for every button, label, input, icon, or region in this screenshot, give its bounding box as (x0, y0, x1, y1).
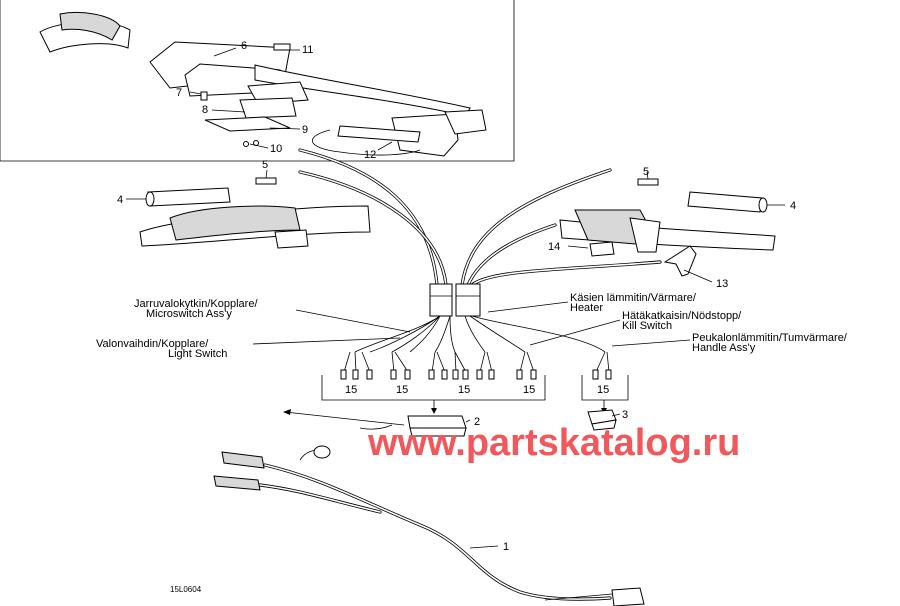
callout-15: 15 (597, 384, 609, 396)
drawing-code: 15L0604 (170, 585, 202, 594)
label-brake-switch-line1: Jarruvalokytkin/Kopplare/ (134, 298, 258, 310)
label-light-switch-line2: Light Switch (168, 348, 227, 360)
callout-2: 2 (474, 416, 480, 428)
callout-1: 1 (503, 541, 509, 553)
label-brake-switch-line2: Microswitch Ass'y (146, 308, 232, 320)
callout-10: 10 (270, 143, 282, 155)
label-light-switch-line1: Valonvaihdin/Kopplare/ (96, 338, 209, 350)
label-heater-line1: Käsien lämmitin/Värmare/ (570, 292, 697, 304)
item-15-brackets (321, 375, 629, 414)
detail-inset (0, 0, 515, 162)
wire-bundle (298, 148, 662, 317)
main-harness (213, 445, 645, 606)
left-handlebar (139, 177, 371, 249)
callout-5-right: 5 (643, 166, 649, 178)
label-thumb-heater-line2: Handle Ass'y (692, 342, 756, 354)
callout-11: 11 (302, 44, 313, 56)
callout-12: 12 (364, 149, 376, 161)
callout-9: 9 (302, 124, 308, 136)
callout-4-right: 4 (790, 200, 796, 212)
right-handlebar (559, 178, 776, 277)
callout-5-left: 5 (262, 159, 268, 171)
callout-numbers: 1 2 3 4 4 5 5 6 7 8 9 10 11 12 13 14 15 … (117, 40, 796, 553)
callout-15: 15 (396, 384, 408, 396)
callout-15: 15 (345, 384, 357, 396)
wire-labels: Jarruvalokytkin/Kopplare/ Microswitch As… (96, 292, 848, 360)
callout-7: 7 (176, 87, 182, 99)
callout-14: 14 (548, 241, 560, 253)
label-kill-switch-line1: Hätäkatkaisin/Nödstopp/ (622, 310, 742, 322)
wire-branches (340, 315, 612, 380)
inset-handlebar (39, 12, 487, 157)
callout-15: 15 (523, 384, 535, 396)
label-kill-switch-line2: Kill Switch (622, 320, 672, 332)
connectors (283, 409, 617, 437)
label-heater-line2: Heater (570, 302, 603, 314)
callout-3: 3 (622, 409, 628, 421)
callout-13: 13 (716, 278, 728, 290)
callout-6: 6 (241, 40, 247, 52)
watermark: www.partskatalog.ru (367, 422, 740, 464)
leader-lines (126, 47, 785, 549)
callout-15: 15 (458, 384, 470, 396)
label-thumb-heater-line1: Peukalonlämmitin/Tumvärmare/ (692, 332, 848, 344)
callout-4-left: 4 (117, 194, 123, 206)
callout-8: 8 (202, 104, 208, 116)
